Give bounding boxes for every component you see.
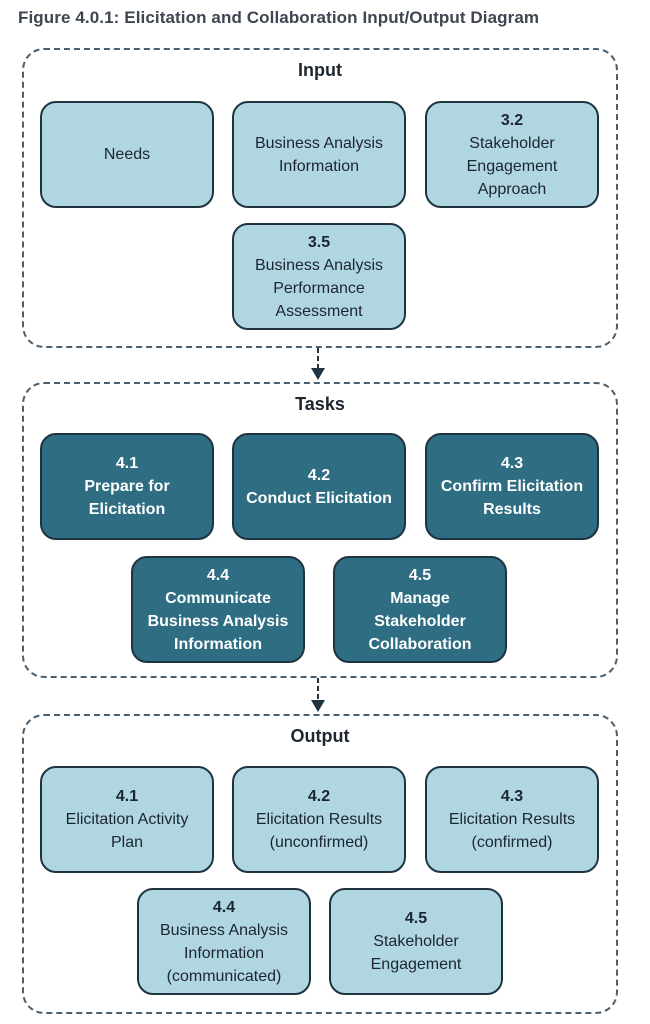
task-box-manage-stakeholder-collaboration: 4.5 Manage Stakeholder Collaboration <box>333 556 507 663</box>
output-box-ba-information-communicated: 4.4 Business Analysis Information (commu… <box>137 888 311 995</box>
output-box-label: Elicitation Results (unconfirmed) <box>255 811 383 851</box>
task-box-prepare-for-elicitation: 4.1 Prepare for Elicitation <box>40 433 214 540</box>
output-box-number: 4.3 <box>500 788 524 805</box>
input-box-label: Business Analysis Performance Assessment <box>254 256 384 320</box>
task-box-conduct-elicitation: 4.2 Conduct Elicitation <box>232 433 406 540</box>
output-box-label: Stakeholder Engagement <box>370 933 462 973</box>
task-box-label: Prepare for Elicitation <box>84 478 170 518</box>
output-section: Output <box>22 714 618 1014</box>
output-box-label: Elicitation Results (confirmed) <box>448 811 576 851</box>
task-box-label: Communicate Business Analysis Informatio… <box>147 589 289 653</box>
input-section: Input <box>22 48 618 348</box>
task-box-number: 4.4 <box>206 566 230 584</box>
figure-title: Figure 4.0.1: Elicitation and Collaborat… <box>18 8 540 27</box>
output-box-number: 4.1 <box>115 788 139 805</box>
task-box-label: Conduct Elicitation <box>246 489 392 507</box>
task-box-number: 4.1 <box>115 455 139 472</box>
arrow-tasks-to-output <box>311 678 325 712</box>
task-box-number: 4.2 <box>307 466 331 484</box>
task-box-label: Manage Stakeholder Collaboration <box>368 589 472 653</box>
input-box-number: 3.2 <box>500 111 524 129</box>
input-section-title: Input <box>298 60 342 80</box>
output-box-elicitation-results-confirmed: 4.3 Elicitation Results (confirmed) <box>425 766 599 873</box>
tasks-section-title: Tasks <box>295 394 345 414</box>
input-box-label: Needs <box>103 146 151 163</box>
input-box-number: 3.5 <box>307 233 331 251</box>
task-box-number: 4.3 <box>500 455 524 472</box>
input-box-needs: Needs <box>40 101 214 208</box>
input-box-label: Stakeholder Engagement Approach <box>466 134 558 198</box>
tasks-section: Tasks <box>22 382 618 678</box>
input-box-stakeholder-engagement-approach: 3.2 Stakeholder Engagement Approach <box>425 101 599 208</box>
input-box-label: Business Analysis Information <box>254 134 384 175</box>
output-box-label: Business Analysis Information (communica… <box>159 921 289 985</box>
task-box-confirm-elicitation-results: 4.3 Confirm Elicitation Results <box>425 433 599 540</box>
output-box-number: 4.4 <box>212 898 236 916</box>
arrow-input-to-tasks <box>311 348 325 380</box>
task-box-label: Confirm Elicitation Results <box>440 478 584 518</box>
output-section-title: Output <box>290 726 350 746</box>
output-box-elicitation-results-unconfirmed: 4.2 Elicitation Results (unconfirmed) <box>232 766 406 873</box>
input-box-ba-performance-assessment: 3.5 Business Analysis Performance Assess… <box>232 223 406 330</box>
output-box-number: 4.5 <box>404 910 428 927</box>
task-box-communicate-ba-information: 4.4 Communicate Business Analysis Inform… <box>131 556 305 663</box>
output-box-label: Elicitation Activity Plan <box>65 811 189 851</box>
output-box-elicitation-activity-plan: 4.1 Elicitation Activity Plan <box>40 766 214 873</box>
task-box-number: 4.5 <box>408 566 432 584</box>
output-box-stakeholder-engagement: 4.5 Stakeholder Engagement <box>329 888 503 995</box>
input-box-business-analysis-information: Business Analysis Information <box>232 101 406 208</box>
output-box-number: 4.2 <box>307 788 331 805</box>
